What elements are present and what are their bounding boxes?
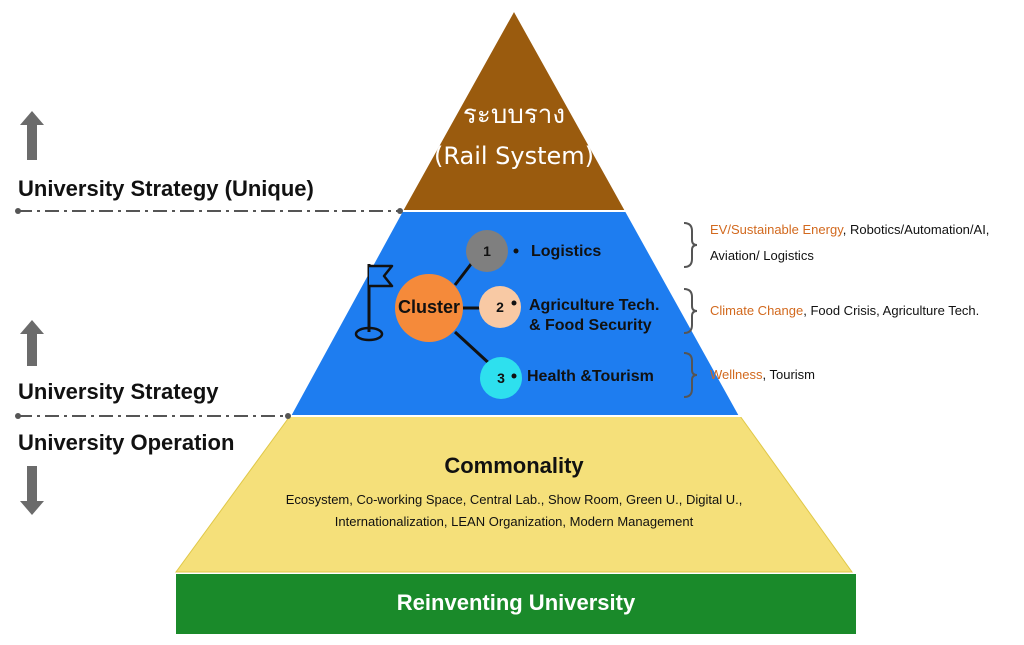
bullet-dot (511, 373, 517, 379)
divider-dot (15, 208, 21, 214)
divider-dot (285, 413, 291, 419)
logistics-circle (466, 230, 508, 272)
note-3-line1: Wellness, Tourism (710, 365, 815, 385)
logistics-label: Logistics (531, 243, 602, 260)
note-3-highlight: Wellness (710, 367, 763, 382)
agriculture-label-line1: Agriculture Tech. (529, 297, 660, 314)
note-2-line1: Climate Change, Food Crisis, Agriculture… (710, 301, 979, 321)
note-2-rest: , Food Crisis, Agriculture Tech. (803, 303, 980, 318)
cluster-label: Cluster (397, 297, 460, 317)
item-number-3: 3 (497, 370, 505, 386)
arrow-up-icon (20, 320, 44, 366)
flag-icon (354, 264, 394, 342)
reinventing-university-label: Reinventing University (396, 590, 636, 615)
bullet-dot (511, 300, 517, 306)
brace-icon (683, 288, 698, 334)
item-number-1: 1 (483, 243, 491, 259)
rail-system-tier (400, 7, 628, 212)
note-1-line2: Aviation/ Logistics (710, 248, 814, 263)
cluster-circle (395, 274, 463, 342)
note-2-highlight: Climate Change (710, 303, 804, 318)
note-1-line1: EV/Sustainable Energy, Robotics/Automati… (710, 220, 989, 240)
agriculture-circle (479, 286, 521, 328)
brace-icon (683, 352, 698, 398)
note-3-rest: , Tourism (762, 367, 816, 382)
commonality-line2: Internationalization, LEAN Organization,… (334, 514, 694, 529)
university-operation-label: University Operation (18, 430, 235, 455)
rail-system-en-title: (Rail System) (433, 142, 595, 170)
arrow-up-icon (20, 111, 44, 160)
university-strategy-unique-label: University Strategy (Unique) (18, 176, 314, 201)
note-1-rest: , Robotics/Automation/AI, (842, 222, 990, 237)
commonality-line1: Ecosystem, Co-working Space, Central Lab… (285, 492, 743, 507)
reinventing-university-bar (176, 574, 856, 634)
rail-system-thai-title: ระบบราง (462, 100, 566, 130)
divider-dot (397, 208, 403, 214)
item-number-2: 2 (496, 299, 504, 315)
health-tourism-circle (480, 357, 522, 399)
note-1-highlight: EV/Sustainable Energy (710, 222, 843, 237)
commonality-title: Commonality (444, 453, 584, 478)
connector-line (453, 330, 494, 368)
university-strategy-label: University Strategy (18, 379, 219, 404)
bullet-dot (513, 248, 519, 254)
agriculture-label-line2: & Food Security (529, 317, 652, 334)
divider-dot (15, 413, 21, 419)
health-tourism-label: Health &Tourism (527, 368, 654, 385)
arrow-down-icon (20, 466, 44, 515)
brace-icon (683, 222, 698, 268)
